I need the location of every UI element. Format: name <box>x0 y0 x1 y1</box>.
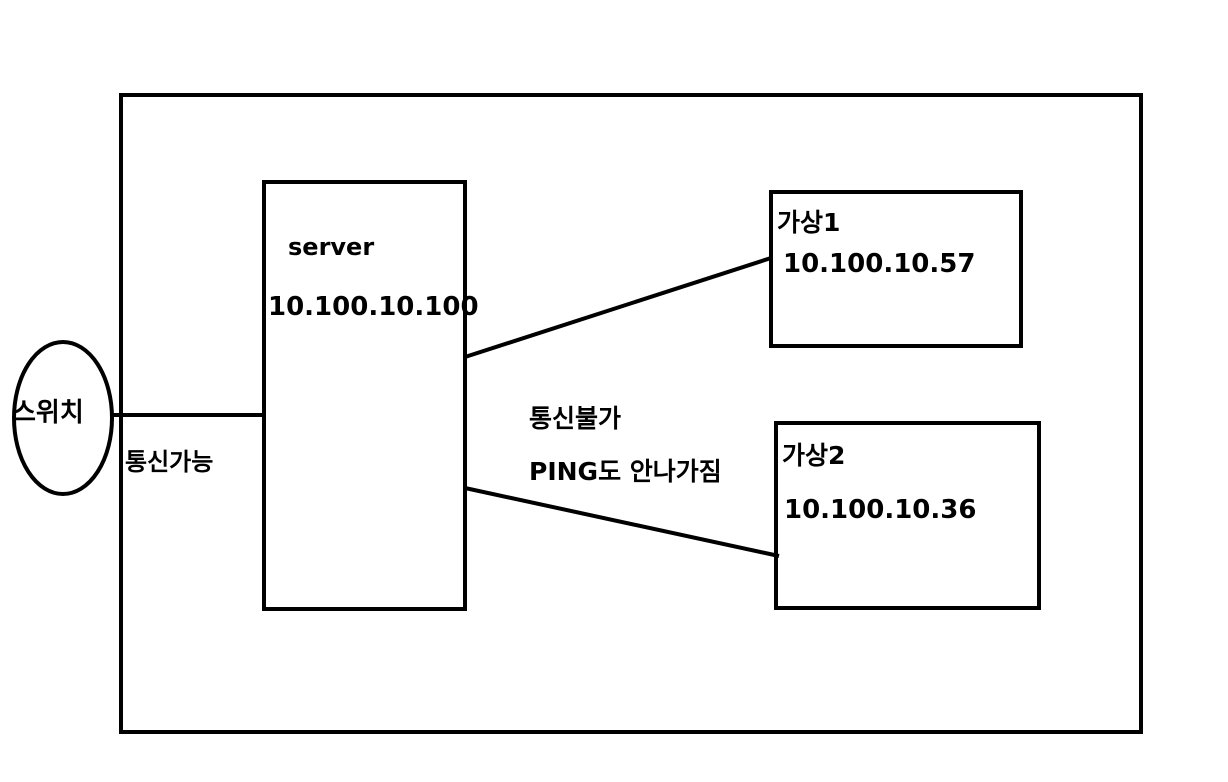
vm2-name-label: 가상2 <box>782 441 846 470</box>
vm2-ip-label: 10.100.10.36 <box>784 495 977 525</box>
vm1-name-label: 가상1 <box>777 208 841 237</box>
vm2-node <box>774 421 1041 610</box>
server-ip-label: 10.100.10.100 <box>268 292 479 322</box>
vm-link-detail-label: PING도 안나가짐 <box>529 457 722 486</box>
server-vm1-link <box>464 256 772 359</box>
server-name-label: server <box>288 233 375 261</box>
vm1-ip-label: 10.100.10.57 <box>783 249 976 279</box>
server-node <box>262 180 467 611</box>
switch-node <box>12 340 114 496</box>
vm1-node <box>769 190 1023 348</box>
switch-label: 스위치 <box>12 398 84 428</box>
switch-link-status-label: 통신가능 <box>125 448 214 476</box>
vm-link-status-label: 통신불가 <box>529 404 622 433</box>
server-vm2-link <box>464 486 780 558</box>
